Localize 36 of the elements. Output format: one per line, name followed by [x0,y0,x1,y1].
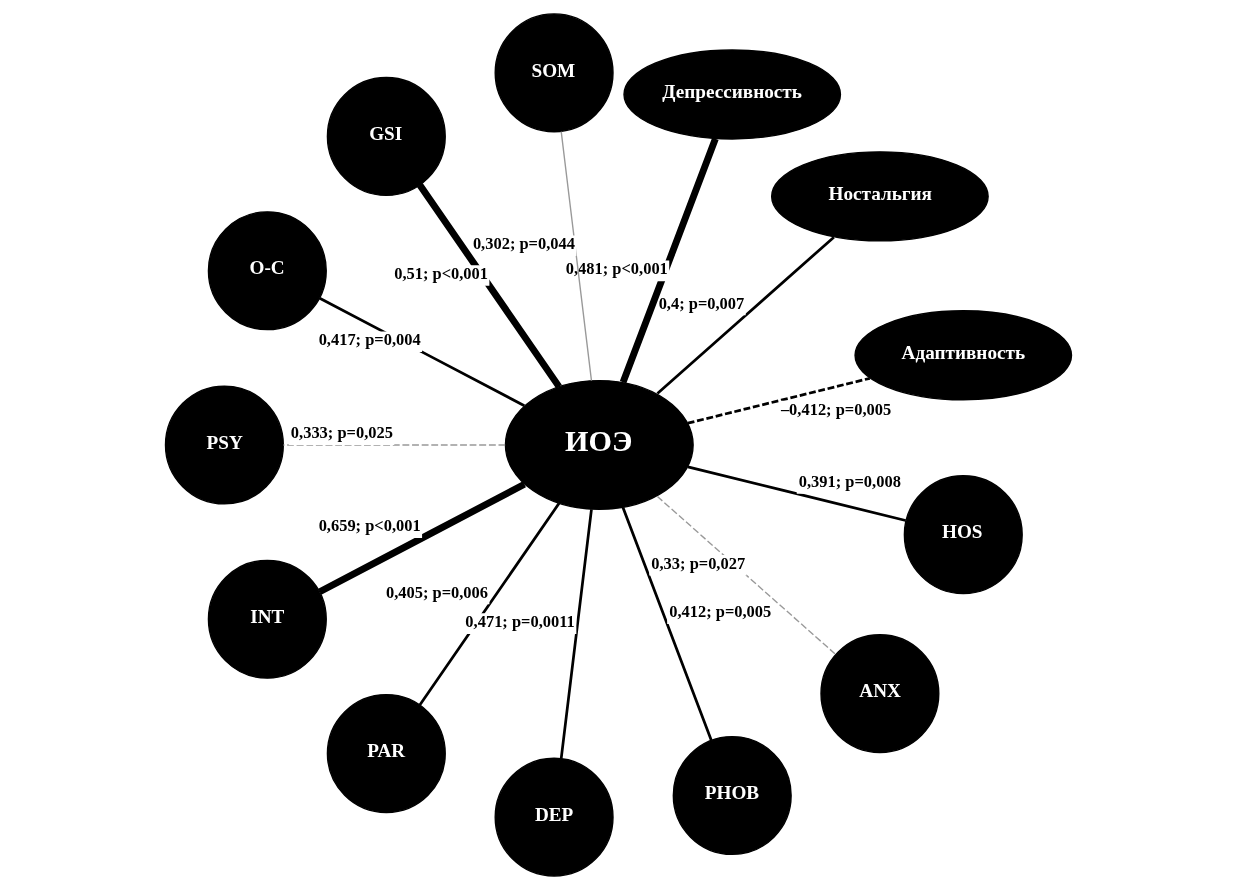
node-ellipse: Ностальгия [771,151,989,242]
edge-label: 0,471; p=0,0011 [465,612,575,632]
edge-label: 0,391; p=0,008 [798,471,901,491]
node-ellipse: Депрессивность [623,49,842,140]
edge-label: 0,481; p<0,001 [565,259,668,279]
edge-label: 0,33; p=0,027 [651,553,746,573]
node-circle: PHOB [672,735,792,856]
node-circle: PSY [164,385,284,505]
connector [621,507,713,741]
node-circle: O-C [207,211,327,331]
connector [656,495,837,656]
node-ellipse: Адаптивность [854,310,1073,401]
node-circle: INT [207,559,327,679]
edge-label: 0,412; p=0,005 [669,602,772,622]
connector [418,502,561,706]
node-circle: PAR [326,693,446,814]
node-circle: DEP [494,757,614,877]
node-circle: HOS [903,475,1023,595]
connector [619,137,719,384]
edge-label: 0,4; p=0,007 [658,293,745,313]
edge-label: 0,51; p<0,001 [394,264,489,284]
edge-label: 0,333; p=0,025 [290,423,393,443]
edge-label: 0,659; p<0,001 [318,516,421,536]
edge-label: 0,405; p=0,006 [385,582,489,602]
node-circle: GSI [326,76,446,197]
connector [417,183,562,389]
connector [687,376,871,425]
connector [282,444,506,446]
connector [560,130,593,382]
node-ellipse: ИОЭ [504,379,694,511]
edge-label: –0,412; p=0,005 [780,399,892,419]
node-circle: ANX [820,634,940,754]
node-circle: SOM [494,13,614,133]
connector [559,509,593,759]
edge-label: 0,417; p=0,004 [318,330,421,350]
edge-label: 0,302; p=0,044 [472,234,575,254]
